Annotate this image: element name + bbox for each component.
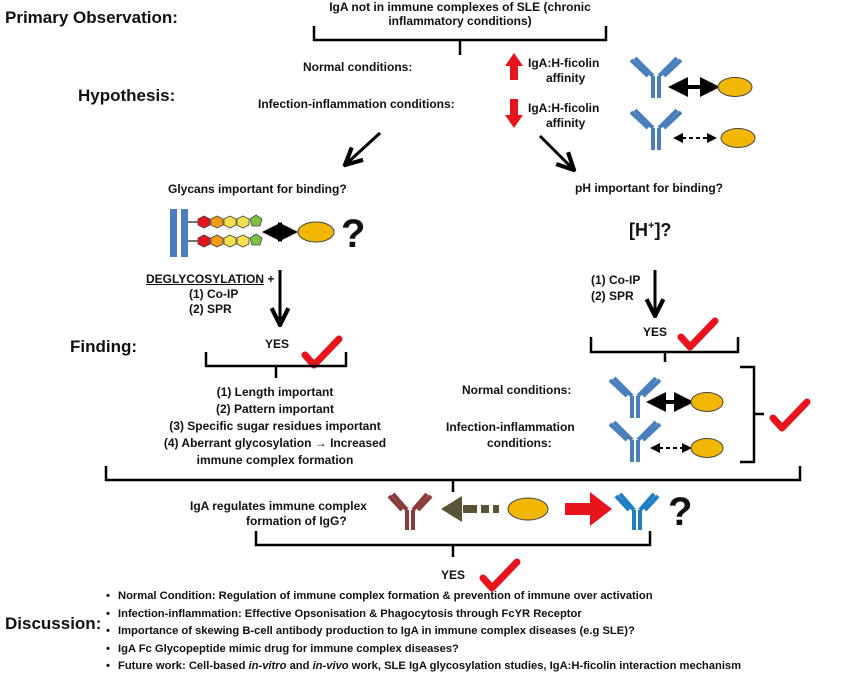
right-normal-conditions: Normal conditions: bbox=[462, 383, 572, 397]
regulation-line-1: IgA regulates immune complex bbox=[190, 499, 367, 513]
affinity-down-line-2: affinity bbox=[546, 116, 586, 130]
glycan-chain-icon bbox=[170, 209, 263, 257]
antibody-icon bbox=[608, 376, 662, 420]
iga-antibody-icon bbox=[614, 492, 660, 530]
discussion-item: IgA Fc Glycopeptide mimic drug for immun… bbox=[108, 641, 741, 659]
ficolin-icon bbox=[297, 221, 335, 243]
discussion-list: Normal Condition: Regulation of immune c… bbox=[108, 588, 741, 676]
finding-1: (1) Length important bbox=[216, 385, 334, 399]
regulation-line-2: formation of IgG? bbox=[246, 514, 347, 528]
ficolin-icon bbox=[720, 128, 756, 148]
olive-dashed-arrow-icon bbox=[441, 496, 499, 522]
checkmark-icon bbox=[305, 339, 339, 365]
discussion-label: Discussion: bbox=[5, 614, 102, 633]
arrow-to-ph-icon bbox=[538, 134, 574, 170]
affinity-down-arrow-icon bbox=[505, 99, 523, 128]
ficolin-icon bbox=[690, 438, 724, 458]
antibody-icon bbox=[629, 56, 683, 100]
observation-brace bbox=[312, 26, 608, 55]
deglycosylation-label: DEGLYCOSYLATION + bbox=[146, 272, 275, 286]
discussion-item: Importance of skewing B-cell antibody pr… bbox=[108, 623, 741, 641]
discussion-item: Infection-inflammation: Effective Opsoni… bbox=[108, 606, 741, 624]
right-infection-1: Infection-inflammation bbox=[446, 420, 575, 434]
affinity-up-line-1: IgA:H-ficolin bbox=[528, 56, 600, 70]
primary-observation-label: Primary Observation: bbox=[5, 8, 178, 27]
right-method-coip: (1) Co-IP bbox=[591, 273, 641, 287]
left-yes: YES bbox=[265, 337, 290, 351]
final-yes: YES bbox=[441, 568, 466, 582]
ficolin-icon bbox=[507, 497, 549, 521]
glycans-question: Glycans important for binding? bbox=[168, 182, 347, 196]
glycans-question-mark: ? bbox=[341, 212, 366, 256]
ph-question: pH important for binding? bbox=[575, 181, 723, 195]
affinity-down-line-1: IgA:H-ficolin bbox=[528, 101, 600, 115]
affinity-up-arrow-icon bbox=[505, 53, 523, 80]
ficolin-icon bbox=[717, 77, 753, 97]
finding-4: (4) Aberrant glycosylation → Increased bbox=[163, 436, 387, 450]
discussion-item: Normal Condition: Regulation of immune c… bbox=[108, 588, 741, 606]
right-yes: YES bbox=[643, 325, 668, 339]
right-infection-2: conditions: bbox=[487, 436, 552, 450]
finding-4-cont: immune complex formation bbox=[196, 453, 354, 467]
finding-3: (3) Specific sugar residues important bbox=[169, 419, 381, 433]
arrow-to-glycans-icon bbox=[345, 131, 382, 165]
finding-label: Finding: bbox=[70, 337, 138, 356]
igg-antibody-icon bbox=[387, 492, 433, 530]
checkmark-icon bbox=[773, 402, 807, 428]
left-method-coip: (1) Co-IP bbox=[189, 287, 239, 301]
regulation-question-mark: ? bbox=[668, 490, 693, 534]
hypothesis-infection: Infection-inflammation conditions: bbox=[258, 97, 455, 111]
observation-line-2: inflammatory conditions) bbox=[388, 14, 532, 28]
right-method-spr: (2) SPR bbox=[591, 289, 634, 303]
discussion-item: Future work: Cell-based in-vitro and in-… bbox=[108, 658, 741, 676]
left-method-spr: (2) SPR bbox=[189, 302, 232, 316]
finding-braces bbox=[104, 337, 802, 557]
finding-2: (2) Pattern important bbox=[215, 402, 334, 416]
checkmark-icon bbox=[681, 321, 715, 347]
observation-line-1: IgA not in immune complexes of SLE (chro… bbox=[329, 0, 591, 14]
hypothesis-normal: Normal conditions: bbox=[303, 60, 413, 74]
checkmark-icon bbox=[483, 562, 517, 588]
antibody-icon bbox=[608, 420, 662, 464]
hplus-question: [H+]? bbox=[629, 220, 672, 240]
antibody-icon bbox=[629, 108, 683, 152]
hypothesis-label: Hypothesis: bbox=[78, 86, 176, 105]
red-arrow-icon bbox=[565, 492, 612, 526]
affinity-up-line-2: affinity bbox=[546, 71, 586, 85]
ficolin-icon bbox=[690, 392, 724, 412]
